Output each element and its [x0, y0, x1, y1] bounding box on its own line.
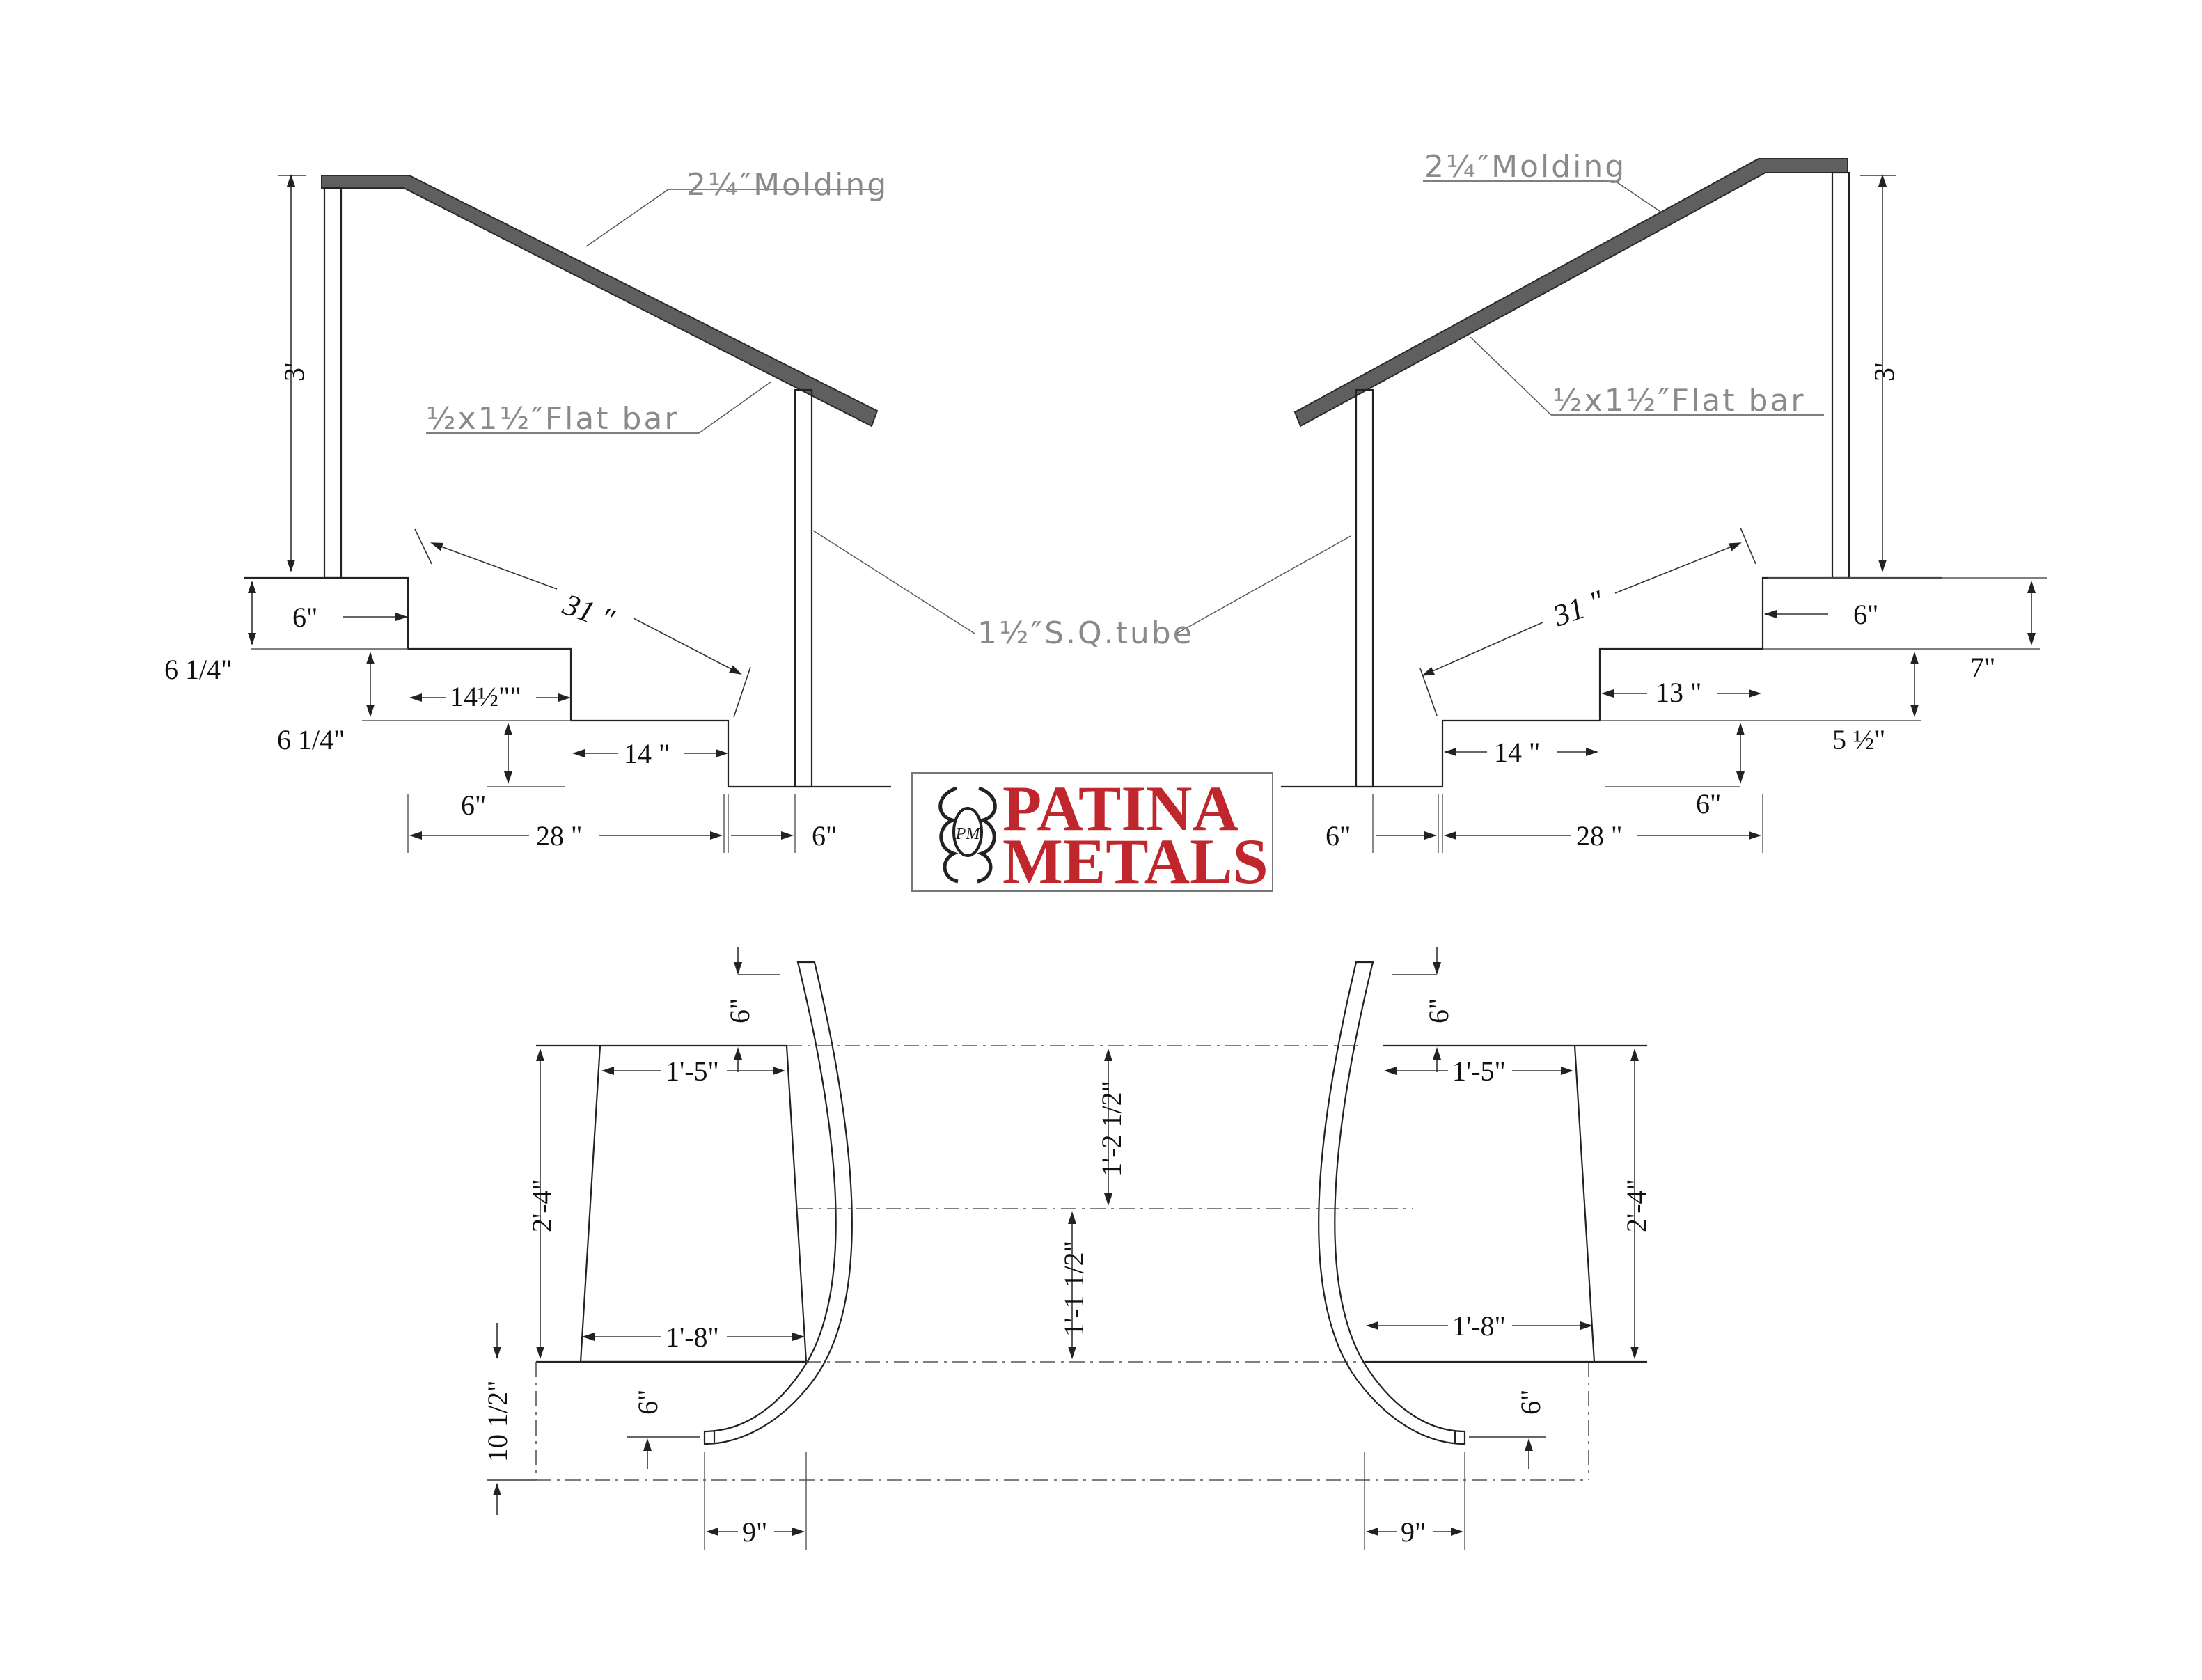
left-top-offset-label: 6" [724, 998, 755, 1023]
left-top-width-label: 1'-5" [666, 1055, 719, 1087]
right-depth-label: 2'-4" [1621, 1179, 1652, 1232]
right-height-label: 3' [1869, 363, 1900, 382]
left-post-offset-label: 6" [812, 820, 837, 851]
left-rise-top-label: 6 1/4" [164, 654, 232, 685]
return-depth-label: 10 1/2" [482, 1381, 513, 1462]
left-return-width-label: 9" [742, 1516, 767, 1548]
right-rise-bottom-label: 6" [1696, 788, 1721, 819]
right-return-offset-label: 6" [1515, 1390, 1546, 1415]
tube-callout: 1½″S.Q.tube [812, 530, 1351, 651]
patina-metals-logo: PM PATINA METALS [911, 772, 1273, 897]
left-bottom-width-label: 1'-8" [666, 1321, 719, 1353]
plan-center-lines: 1'-2 1/2" 1'-1 1/2" [535, 1045, 1589, 1481]
left-plan-view: 6" 1'-5" 1'-8" 2'-4" 10 1/2" 6" 9" [482, 947, 853, 1550]
right-total-run-label: 28 " [1576, 820, 1622, 851]
left-tread-low-label: 14 " [624, 738, 670, 769]
right-tread-mid-label: 13 " [1656, 677, 1701, 708]
left-return-offset-label: 6" [632, 1390, 663, 1415]
right-bottom-width-label: 1'-8" [1452, 1310, 1506, 1342]
left-steps [244, 576, 891, 788]
left-front-post [794, 388, 813, 788]
right-plan-view: 6" 1'-5" 1'-8" 2'-4" 6" 9" [1318, 947, 1652, 1550]
right-tread-low-label: 14 " [1494, 737, 1540, 768]
right-rise-mid-label: 5 ½" [1832, 724, 1885, 755]
right-top-width-label: 1'-5" [1452, 1055, 1506, 1087]
right-molding-callout: 2¼″Molding [1424, 149, 1626, 185]
logo-line-1: PATINA [1002, 773, 1238, 844]
right-diagonal-label: 31 " [1548, 583, 1609, 634]
right-top-offset-label: 6" [1423, 998, 1454, 1023]
left-curved-rail [703, 961, 853, 1445]
upper-split-label: 1'-2 1/2" [1096, 1081, 1127, 1177]
left-rise-mid-label: 6 1/4" [277, 724, 345, 755]
left-rise-bottom-label: 6" [461, 790, 486, 821]
right-post-offset-label: 6" [1326, 820, 1351, 851]
left-diagonal-label: 31 " [558, 587, 619, 637]
right-front-post [1355, 388, 1374, 788]
tube-callout-label: 1½″S.Q.tube [977, 615, 1194, 651]
left-plan-frame [579, 1044, 808, 1363]
left-depth-label: 2'-4" [526, 1179, 558, 1232]
left-molding-rail [321, 175, 879, 427]
right-steps [1281, 576, 1942, 788]
left-total-run-label: 28 " [536, 820, 582, 851]
right-plan-frame [1365, 1044, 1596, 1363]
left-molding-callout: 2¼″Molding [686, 167, 888, 203]
left-elevation: 3' 6 1/4" 6 1/4" 6" 6" 14½"" 14 " 31 " [164, 167, 891, 853]
right-flatbar-callout: ½x1½″Flat bar [1552, 383, 1805, 418]
left-tread-mid-label: 14½"" [450, 681, 521, 712]
left-back-post [323, 187, 343, 579]
right-return-width-label: 9" [1401, 1516, 1426, 1548]
right-curved-rail [1318, 961, 1466, 1445]
monogram-ornament-icon: PM [938, 786, 997, 884]
right-elevation: 3' 7" 5 ½" 6" 6" 13 " 14 " 31 " [1281, 149, 2047, 853]
right-molding-rail [1293, 158, 1848, 427]
lower-split-label: 1'-1 1/2" [1058, 1241, 1090, 1337]
monogram-text: PM [955, 825, 982, 843]
left-flatbar-callout: ½x1½″Flat bar [426, 401, 679, 437]
left-tread-top-label: 6" [292, 602, 317, 633]
left-height-label: 3' [278, 363, 310, 382]
right-tread-top-label: 6" [1853, 599, 1878, 630]
logo-line-2: METALS [1002, 826, 1268, 897]
right-rise-top-label: 7" [1970, 652, 1995, 683]
right-back-post [1831, 171, 1850, 579]
